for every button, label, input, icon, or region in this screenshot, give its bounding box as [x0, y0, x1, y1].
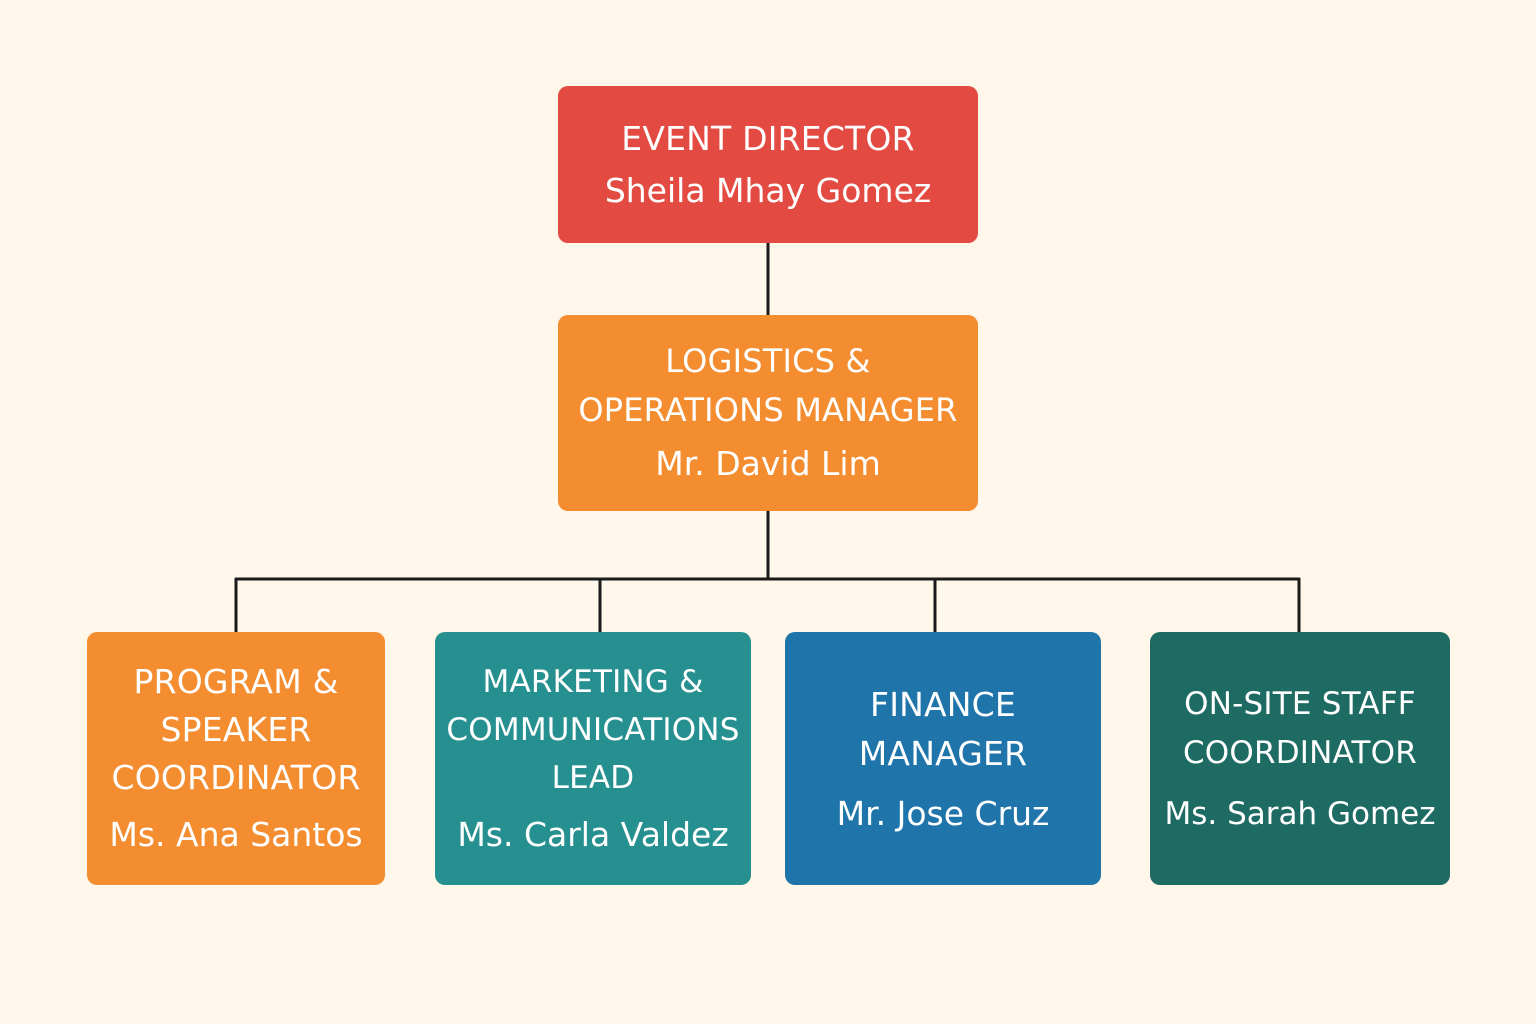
title-line: MARKETING &: [482, 664, 704, 700]
onsite-staff-coordinator-box: ON-SITE STAFF COORDINATOR Ms. Sarah Gome…: [1150, 632, 1450, 885]
marketing-communications-lead-name: Ms. Carla Valdez: [457, 815, 729, 854]
program-speaker-coordinator-box: PROGRAM & SPEAKER COORDINATOR Ms. Ana Sa…: [87, 632, 385, 885]
onsite-staff-coordinator-name: Ms. Sarah Gomez: [1164, 795, 1436, 832]
event-director-name: Sheila Mhay Gomez: [604, 170, 932, 210]
program-speaker-coordinator-name: Ms. Ana Santos: [109, 815, 363, 854]
title-line: PROGRAM &: [133, 662, 339, 701]
title-line: FINANCE: [870, 684, 1016, 724]
title-line: OPERATIONS MANAGER: [578, 391, 958, 429]
logistics-operations-manager-box: LOGISTICS & OPERATIONS MANAGER Mr. David…: [558, 315, 978, 511]
title-line: COORDINATOR: [1182, 734, 1418, 771]
title-line: COMMUNICATIONS: [446, 712, 740, 748]
title-line: ON-SITE STAFF: [1184, 685, 1416, 722]
logistics-operations-manager-name: Mr. David Lim: [655, 444, 881, 483]
logistics-operations-manager-title: LOGISTICS & OPERATIONS MANAGER: [578, 337, 957, 435]
event-director-box: EVENT DIRECTOR Sheila Mhay Gomez: [558, 86, 978, 243]
title-line: LEAD: [551, 760, 635, 796]
program-speaker-coordinator-title: PROGRAM & SPEAKER COORDINATOR: [111, 658, 360, 802]
finance-manager-name: Mr. Jose Cruz: [836, 793, 1050, 833]
title-line: LOGISTICS &: [665, 342, 871, 380]
finance-manager-title: FINANCE MANAGER: [859, 680, 1027, 778]
marketing-communications-lead-box: MARKETING & COMMUNICATIONS LEAD Ms. Carl…: [435, 632, 751, 885]
event-director-title: EVENT DIRECTOR: [621, 113, 914, 165]
title-line: SPEAKER: [160, 710, 312, 749]
title-line: COORDINATOR: [111, 758, 361, 797]
title-line: MANAGER: [858, 733, 1028, 773]
title-line: EVENT DIRECTOR: [621, 118, 915, 158]
finance-manager-box: FINANCE MANAGER Mr. Jose Cruz: [785, 632, 1101, 885]
marketing-communications-lead-title: MARKETING & COMMUNICATIONS LEAD: [446, 658, 739, 802]
onsite-staff-coordinator-title: ON-SITE STAFF COORDINATOR: [1183, 680, 1417, 778]
